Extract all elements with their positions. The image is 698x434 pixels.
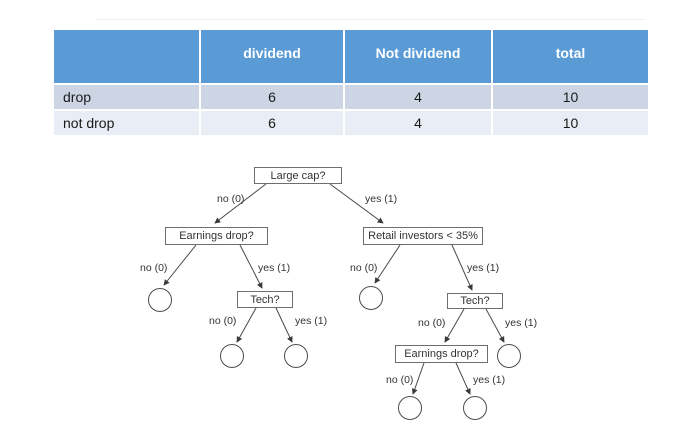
- edge-label-no: no (0): [350, 262, 378, 274]
- header-cell-dividend: dividend: [199, 30, 344, 85]
- leaf-circle: [463, 396, 487, 420]
- edge-label-yes: yes (1): [505, 317, 538, 329]
- edge-label-no: no (0): [140, 262, 168, 274]
- row-label-not-drop: not drop: [54, 110, 200, 137]
- header-cell-not-dividend: Not dividend: [343, 30, 492, 85]
- tree-node-earnings-drop-left: Earnings drop?: [165, 227, 268, 245]
- tree-node-retail-investors: Retail investors < 35%: [363, 227, 483, 245]
- edge-label-yes: yes (1): [365, 193, 398, 205]
- header-cell-total: total: [491, 30, 648, 85]
- table-row: not drop 6 4 10: [54, 110, 648, 137]
- leaf-circle: [284, 344, 308, 368]
- leaf-circle: [148, 288, 172, 312]
- slide-top-edge-line: [96, 19, 644, 20]
- edge-label-yes: yes (1): [467, 262, 500, 274]
- tree-node-large-cap: Large cap?: [254, 167, 342, 184]
- tree-node-earnings-drop-lower: Earnings drop?: [395, 345, 488, 363]
- leaf-circle: [220, 344, 244, 368]
- header-cell-empty: [54, 30, 200, 85]
- leaf-circle: [497, 344, 521, 368]
- cell-notdrop-not-dividend: 4: [343, 110, 492, 137]
- edge-label-yes: yes (1): [295, 315, 328, 327]
- row-label-drop: drop: [54, 84, 200, 111]
- tree-node-tech-left: Tech?: [237, 291, 293, 308]
- edge-label-no: no (0): [217, 193, 245, 205]
- edge-label-yes: yes (1): [258, 262, 291, 274]
- table-row: drop 6 4 10: [54, 84, 648, 111]
- edge-label-no: no (0): [386, 374, 414, 386]
- leaf-circle: [398, 396, 422, 420]
- cell-drop-not-dividend: 4: [343, 84, 492, 111]
- frequency-table: dividend Not dividend total drop 6 4 10 …: [54, 30, 648, 137]
- table-header-row: dividend Not dividend total: [54, 30, 648, 85]
- edge-label-yes: yes (1): [473, 374, 506, 386]
- cell-notdrop-total: 10: [491, 110, 648, 137]
- cell-notdrop-dividend: 6: [199, 110, 344, 137]
- tree-node-tech-right: Tech?: [447, 293, 503, 309]
- cell-drop-dividend: 6: [199, 84, 344, 111]
- leaf-circle: [359, 286, 383, 310]
- edge-label-no: no (0): [209, 315, 237, 327]
- cell-drop-total: 10: [491, 84, 648, 111]
- edge-label-no: no (0): [418, 317, 446, 329]
